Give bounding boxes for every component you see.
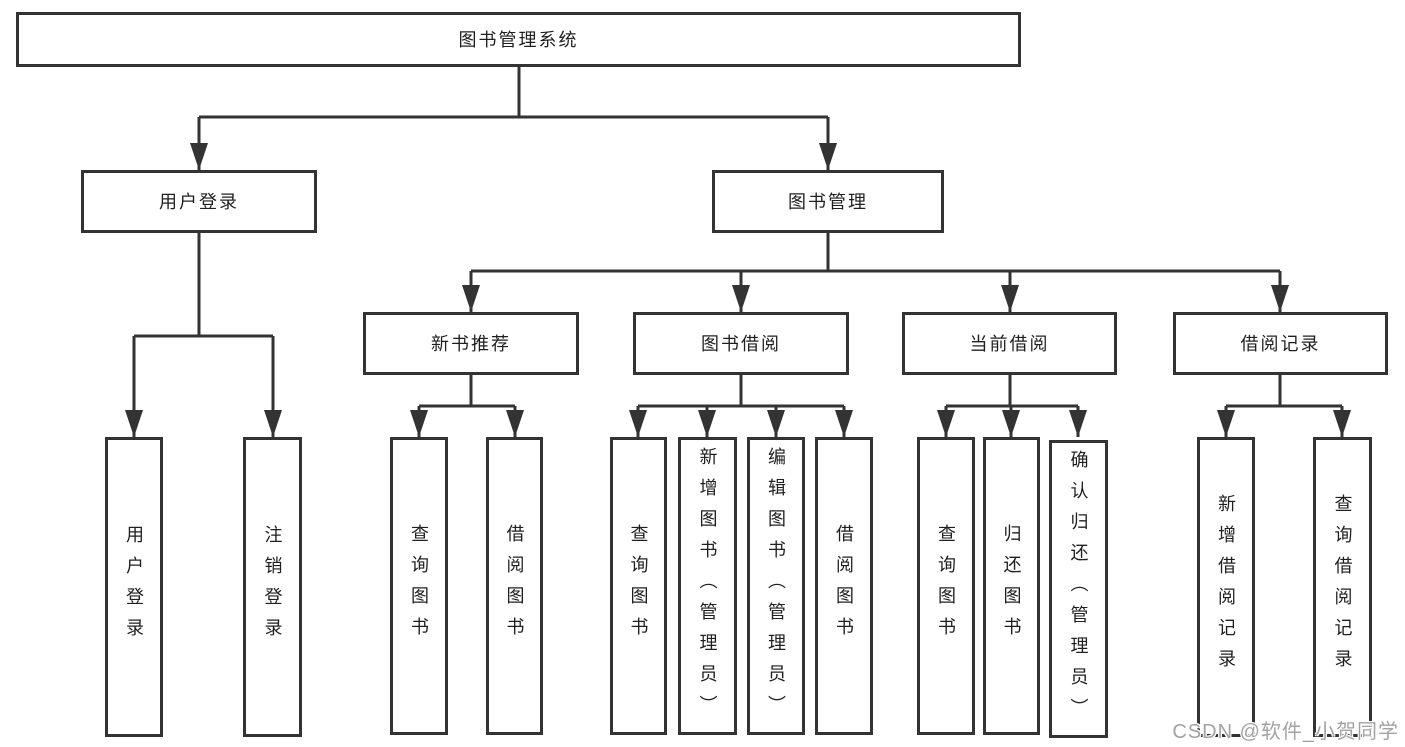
node-library-system: 图书管理系统: [16, 12, 1021, 67]
node-user-login: 用户登录: [81, 170, 317, 233]
arrow-down-icon: [410, 410, 428, 437]
leaf-return-book: 归还图书: [983, 437, 1040, 735]
arrow-down-icon: [937, 410, 955, 437]
node-current-borrow: 当前借阅: [902, 312, 1117, 375]
arrow-down-icon: [835, 410, 853, 437]
arrow-down-icon: [1271, 285, 1289, 312]
arrow-down-icon: [1069, 410, 1087, 437]
arrow-down-icon: [1217, 410, 1235, 437]
arrow-down-icon: [1333, 410, 1351, 437]
arrow-down-icon: [190, 143, 208, 170]
arrow-down-icon: [506, 410, 524, 437]
arrow-down-icon: [264, 410, 282, 437]
node-new-book-recommend: 新书推荐: [363, 312, 579, 375]
arrow-down-icon: [732, 285, 750, 312]
node-book-management: 图书管理: [712, 170, 944, 233]
connector-paths: [132, 65, 1344, 437]
leaf-query-book: 查询图书: [390, 437, 448, 735]
csdn-watermark: CSDN @软件_小贺同学: [1172, 721, 1399, 743]
leaf-query-borrow-record: 查询借阅记录: [1313, 437, 1372, 737]
arrow-down-icon: [629, 410, 647, 437]
leaf-borrow-book: 借阅图书: [486, 437, 543, 735]
leaf-query-book: 查询图书: [610, 437, 667, 735]
arrow-down-icon: [1001, 285, 1019, 312]
arrow-down-icon: [125, 410, 143, 437]
arrow-down-icon: [819, 143, 837, 170]
leaf-confirm-return-admin: 确认归还（管理员）: [1049, 440, 1108, 738]
leaf-query-book: 查询图书: [917, 437, 975, 735]
arrow-down-icon: [462, 285, 480, 312]
leaf-add-borrow-record: 新增借阅记录: [1197, 437, 1255, 737]
node-borrow-record: 借阅记录: [1173, 312, 1388, 375]
arrow-down-icon: [767, 410, 785, 437]
leaf-edit-book-admin: 编辑图书（管理员）: [747, 437, 805, 735]
node-book-borrow: 图书借阅: [633, 312, 849, 375]
arrow-down-icon: [1002, 410, 1020, 437]
leaf-user-login: 用户登录: [105, 437, 163, 737]
leaf-add-book-admin: 新增图书（管理员）: [678, 437, 737, 735]
leaf-borrow-book: 借阅图书: [815, 437, 873, 735]
leaf-logout: 注销登录: [243, 437, 302, 737]
arrow-down-icon: [698, 410, 716, 437]
arrowhead-icons: [125, 143, 1351, 437]
